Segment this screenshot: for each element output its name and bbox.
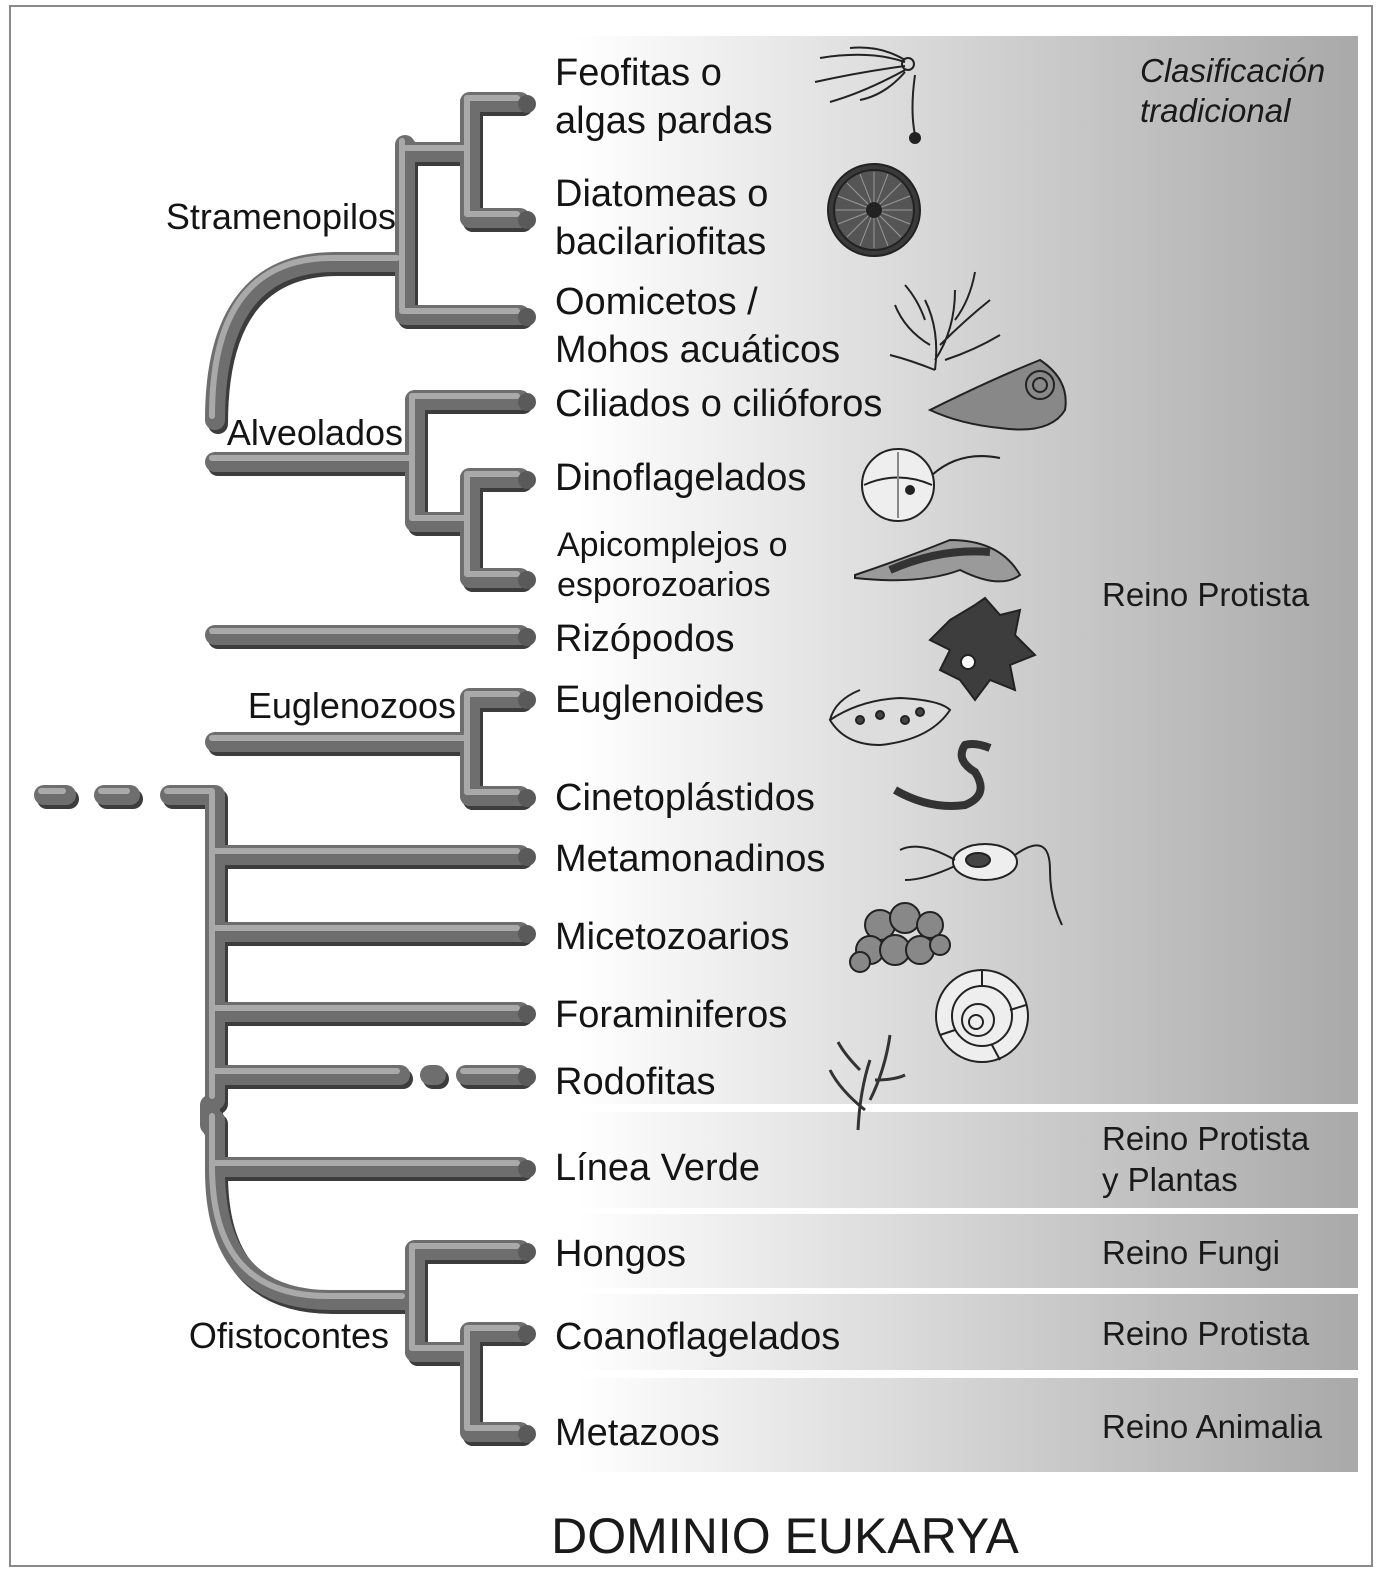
group-stramenopilos: Stramenopilos [166,196,396,237]
taxon-diatomeas-line2: bacilariofitas [555,221,766,263]
kingdom-protista-plantas-line1: Reino Protista [1102,1120,1310,1157]
diagram-title: DOMINIO EUKARYA [551,1508,1019,1564]
taxon-rizopodos: Rizópodos [555,618,735,660]
kingdom-protista: Reino Protista [1102,576,1310,613]
taxon-rodofitas: Rodofitas [555,1061,716,1103]
taxon-cinetoplastidos: Cinetoplástidos [555,777,815,819]
taxon-oomicetos-line2: Mohos acuáticos [555,329,840,371]
header-note-line2: tradicional [1140,92,1292,129]
taxon-coanoflagelados: Coanoflagelados [555,1316,840,1358]
diatom-icon [828,164,920,256]
taxon-euglenoides: Euglenoides [555,679,764,721]
kingdom-protista-plantas-line2: y Plantas [1102,1161,1238,1198]
group-alveolados: Alveolados [227,412,403,453]
group-euglenozoos: Euglenozoos [248,685,456,726]
taxon-metamonadinos: Metamonadinos [555,838,825,880]
taxon-ciliados: Ciliados o cilióforos [555,383,882,425]
foraminifera-icon [936,970,1028,1062]
taxon-diatomeas-line1: Diatomeas o [555,173,768,215]
taxon-feofitas-line2: algas pardas [555,100,773,142]
phylogenetic-tree [41,95,536,1443]
taxon-linea-verde: Línea Verde [555,1147,760,1189]
taxon-feofitas-line1: Feofitas o [555,52,722,94]
kingdom-animalia: Reino Animalia [1102,1408,1323,1445]
taxon-oomicetos-line1: Oomicetos / [555,281,758,323]
taxon-metazoos: Metazoos [555,1412,720,1454]
taxon-micetozoarios: Micetozoarios [555,916,789,958]
taxon-foraminiferos: Foraminiferos [555,994,787,1036]
kingdom-protista-2: Reino Protista [1102,1315,1310,1352]
kingdom-fungi: Reino Fungi [1102,1234,1280,1271]
taxon-hongos: Hongos [555,1233,686,1275]
group-ofistocontes: Ofistocontes [189,1315,389,1356]
taxon-apicomplejos-line1: Apicomplejos o [557,526,788,564]
header-note-line1: Clasificación [1140,52,1325,89]
taxon-dinoflagelados: Dinoflagelados [555,457,806,499]
taxon-apicomplejos-line2: esporozoarios [557,566,771,604]
